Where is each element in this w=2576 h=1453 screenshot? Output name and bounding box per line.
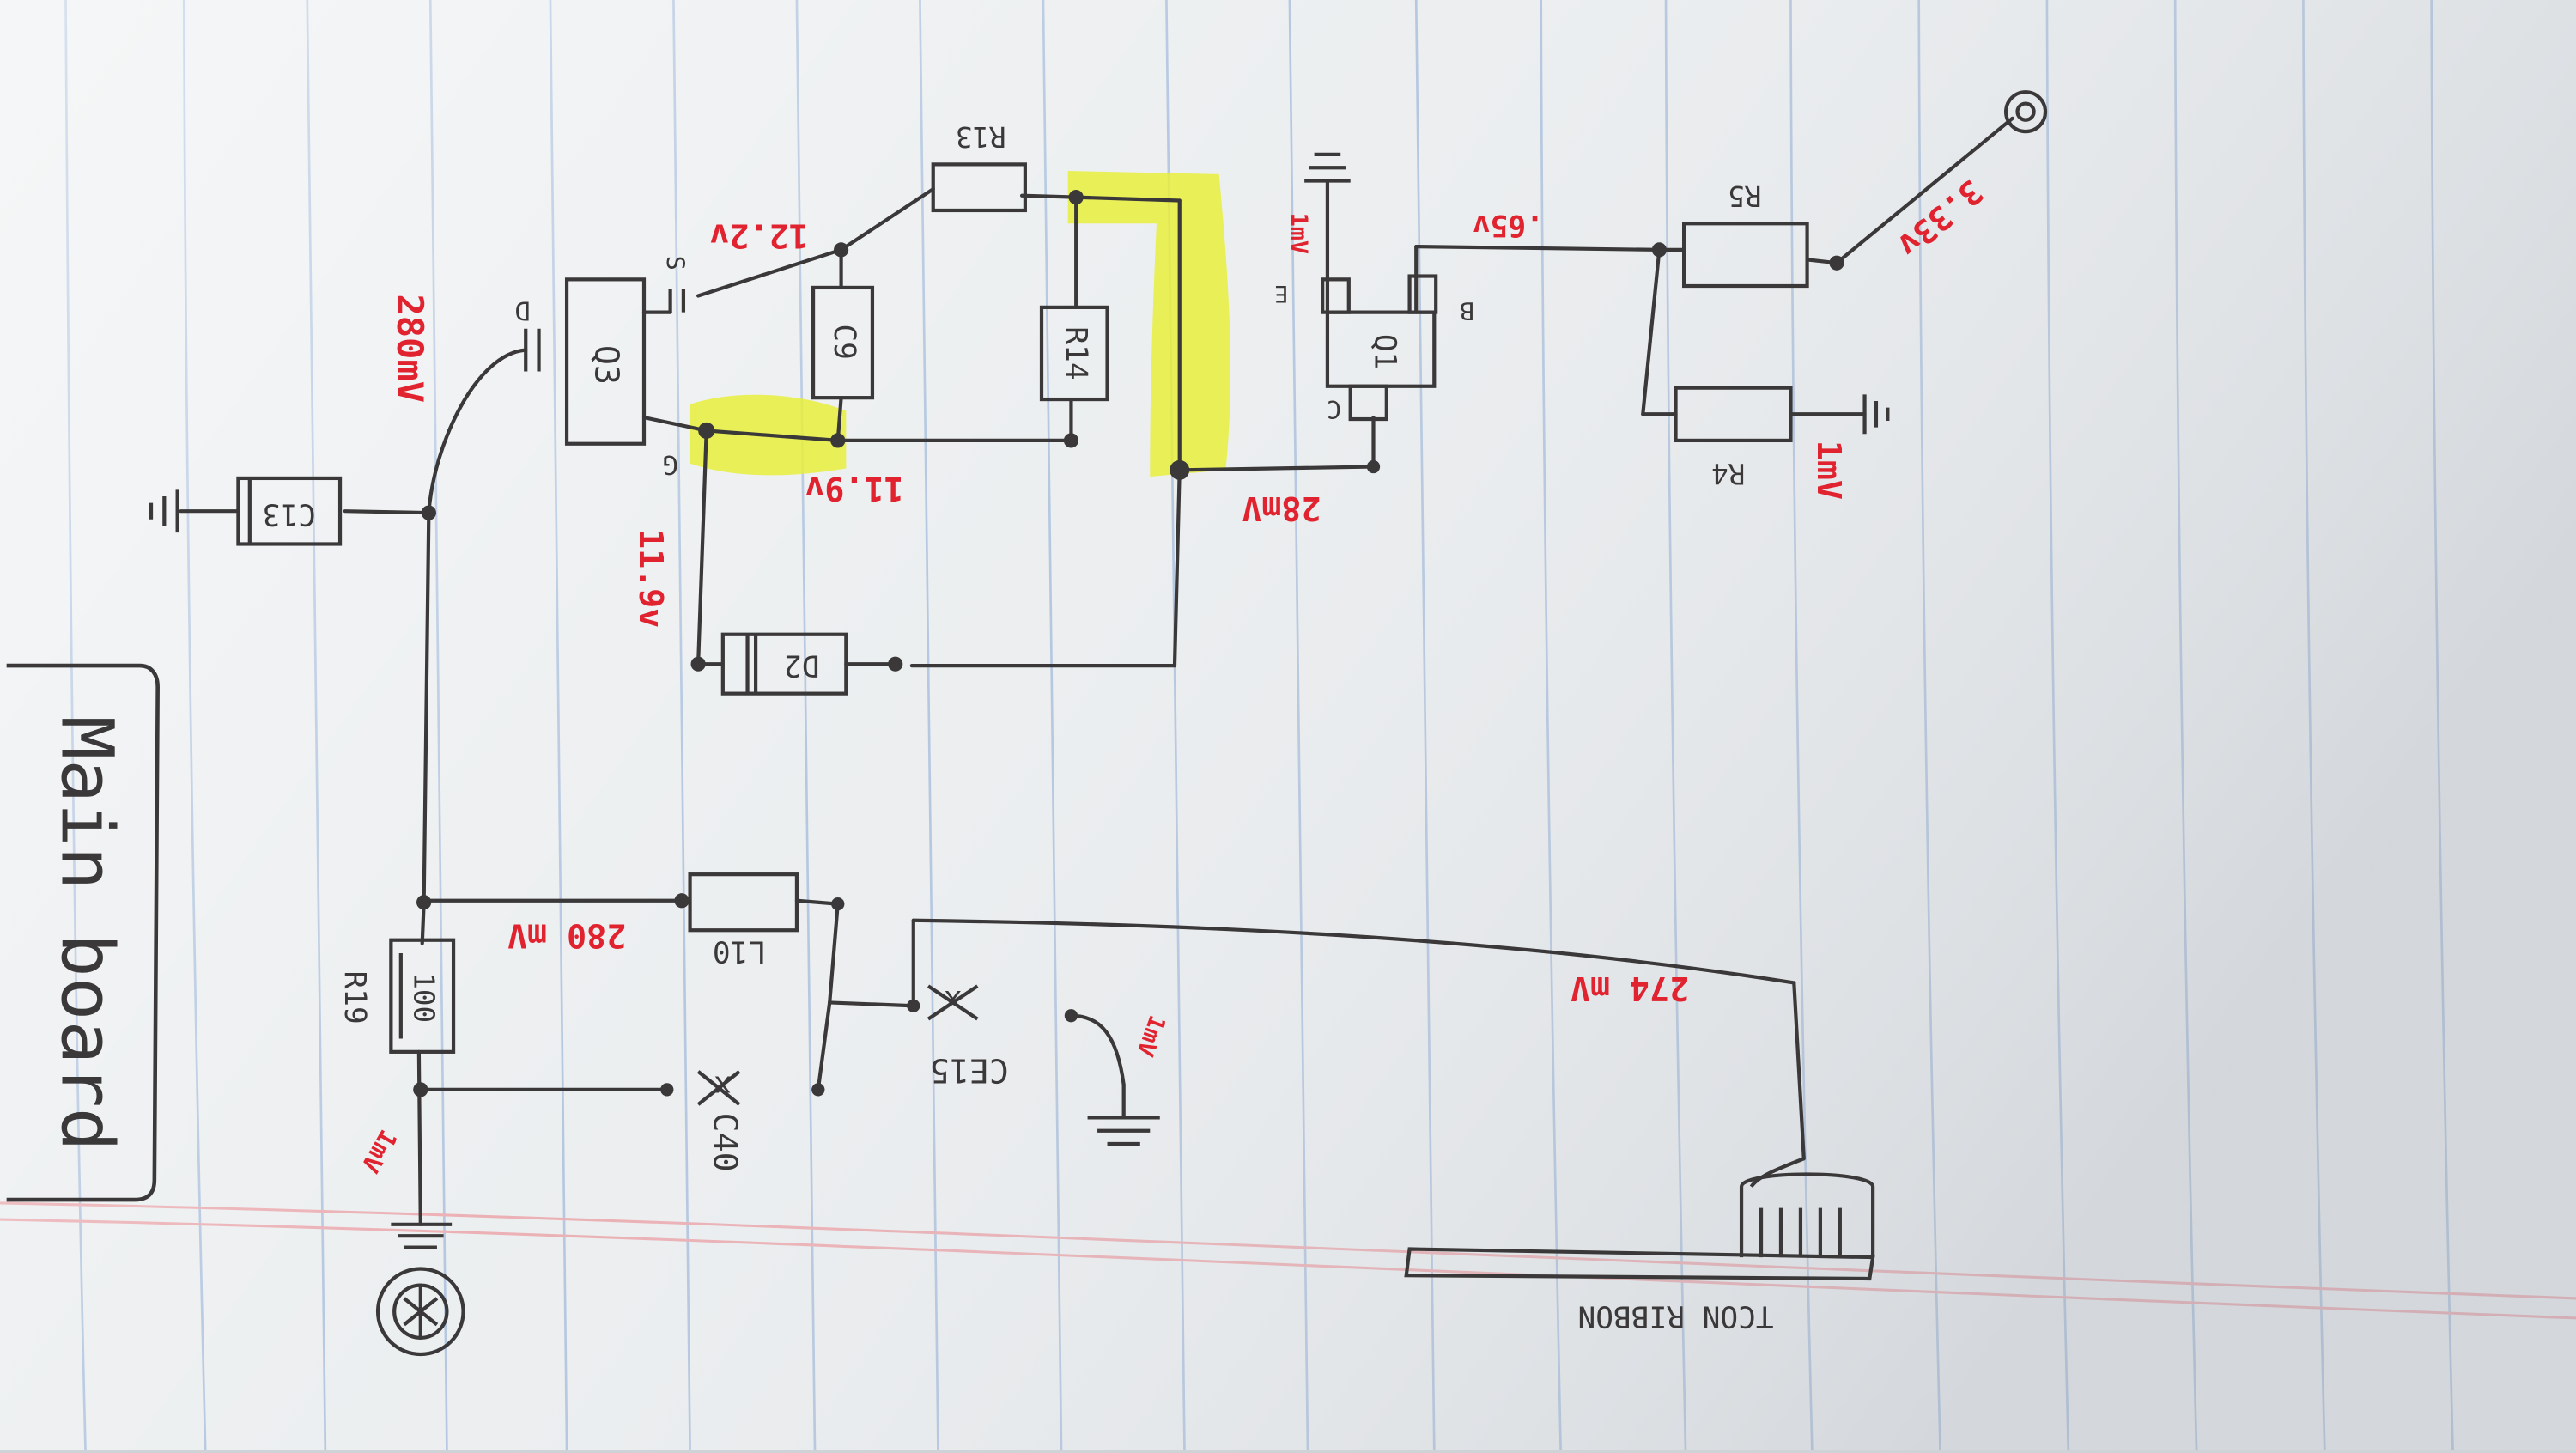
reading-q3-source: 12.2v: [709, 216, 808, 254]
r5-label: R5: [1728, 179, 1761, 212]
ground-terminal: [375, 1267, 465, 1357]
reading-c9-low: 11.9v: [805, 469, 903, 508]
tcon-ribbon-label: TCON RIBBON: [1578, 1299, 1774, 1334]
l10-label: L10: [713, 934, 766, 969]
d2-label: D2: [784, 648, 819, 683]
tcon-ribbon-connector: [1404, 1157, 1875, 1281]
r13-label: R13: [956, 120, 1006, 153]
r19-value: 100: [408, 972, 440, 1023]
c13-capacitor: [236, 476, 343, 546]
junction-dots: [413, 190, 1844, 1097]
reading-q3-gate: 11.9v: [631, 529, 670, 628]
r4-label: R4: [1711, 457, 1745, 489]
r14-resistor: [1039, 305, 1109, 402]
r4-resistor: [1674, 386, 1793, 443]
title-box: [6, 663, 160, 1202]
d2-diode: [720, 632, 848, 696]
l10-inductor: [688, 872, 799, 933]
page-title: Main board: [46, 716, 130, 1152]
r19-resistor: [389, 938, 456, 1054]
q1-pin-c: C: [1327, 395, 1341, 424]
ce15-capacitor: [927, 984, 979, 1021]
reading-node-280-a: 280mV: [389, 294, 431, 403]
reading-node-28: 28mV: [1242, 489, 1321, 527]
c40-label: C40: [705, 1113, 744, 1172]
q1-pin-e: E: [1274, 280, 1288, 307]
ce15-x-marker: x: [944, 983, 962, 1018]
c40-x-marker: x: [714, 1069, 732, 1103]
reading-q1-base: .65v: [1473, 208, 1544, 242]
q3-pin-g: G: [662, 449, 677, 479]
c40-capacitor: [696, 1070, 741, 1106]
q1-pin-b: B: [1460, 296, 1474, 325]
ground-symbols: [149, 152, 1890, 1249]
reading-ribbon: 274 mV: [1571, 969, 1689, 1007]
q3-pin-d: D: [514, 295, 530, 325]
r14-label: R14: [1059, 326, 1093, 380]
reading-node-280-b: 280 mV: [507, 916, 626, 955]
q1-label: Q1: [1367, 334, 1401, 369]
wiring: [179, 116, 2014, 1226]
output-terminal: [2003, 90, 2048, 134]
q3-transistor: [524, 277, 686, 446]
c9-label: C9: [827, 324, 861, 359]
reading-r4-gnd: 1mV: [1809, 441, 1848, 500]
r13-resistor: [931, 162, 1027, 213]
ce15-label: CE15: [930, 1050, 1009, 1089]
c13-label: C13: [263, 497, 316, 532]
c9-capacitor: [811, 285, 875, 400]
q1-transistor: [1321, 274, 1438, 422]
r5-resistor: [1681, 222, 1809, 289]
reading-q1-e: 1mV: [1285, 213, 1312, 254]
q3-label: Q3: [587, 345, 626, 385]
r19-label: R19: [337, 971, 372, 1024]
q3-pin-s: S: [660, 256, 690, 271]
